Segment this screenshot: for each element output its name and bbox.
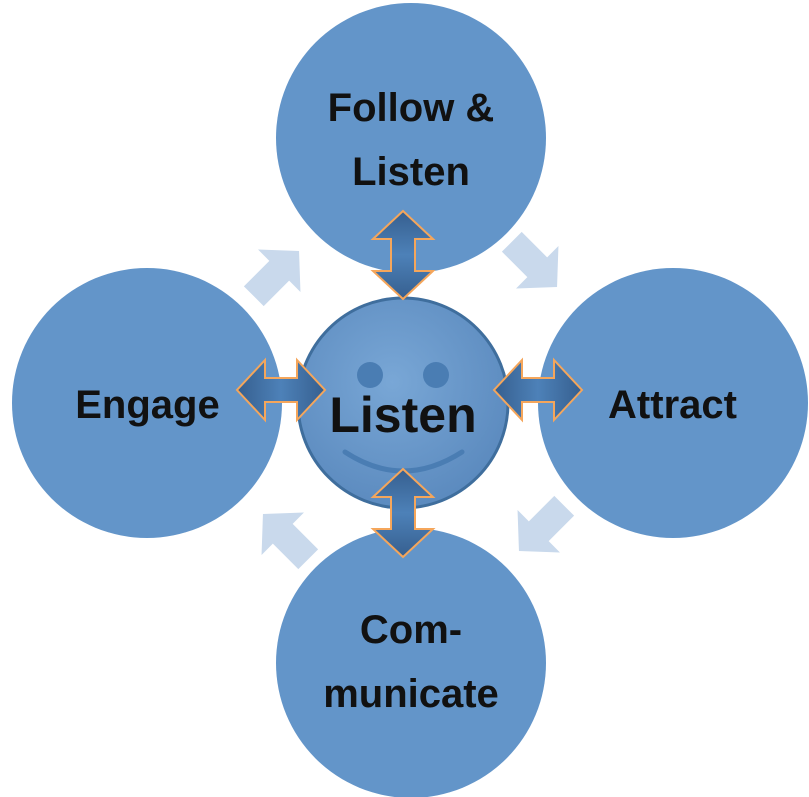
node-bottom-label-line1: Com- [359,608,463,652]
center-label: Listen [303,370,503,460]
arrow-center-top [370,209,436,301]
arrow-center-right [492,357,584,423]
node-right-label-text: Attract [608,382,737,427]
node-top-circle [276,3,546,273]
cycle-arrow-right-to-bottom [517,495,575,553]
smiley-left-eye-icon [357,362,383,388]
node-bottom-label-line2: municate [323,672,499,716]
node-left-circle [12,268,282,538]
node-left-label: Engage [55,375,240,435]
node-right-circle [538,268,808,538]
arrow-center-left [235,357,327,423]
arrow-center-bottom [370,467,436,559]
center-label-text: Listen [329,387,477,443]
node-left-label-text: Engage [75,382,220,427]
cycle-arrow-top-to-right [501,231,559,289]
cycle-arrow-bottom-to-left [261,512,319,570]
node-right-label: Attract [580,375,765,435]
node-top-label: Follow & Listen [291,78,531,202]
node-bottom-circle [276,528,546,797]
smiley-right-eye-icon [423,362,449,388]
node-top-label-line2: Listen [352,150,470,194]
node-top-label-line1: Follow & [327,86,495,130]
cycle-arrow-left-to-top [243,249,301,307]
node-bottom-label: Com- municate [291,600,531,724]
